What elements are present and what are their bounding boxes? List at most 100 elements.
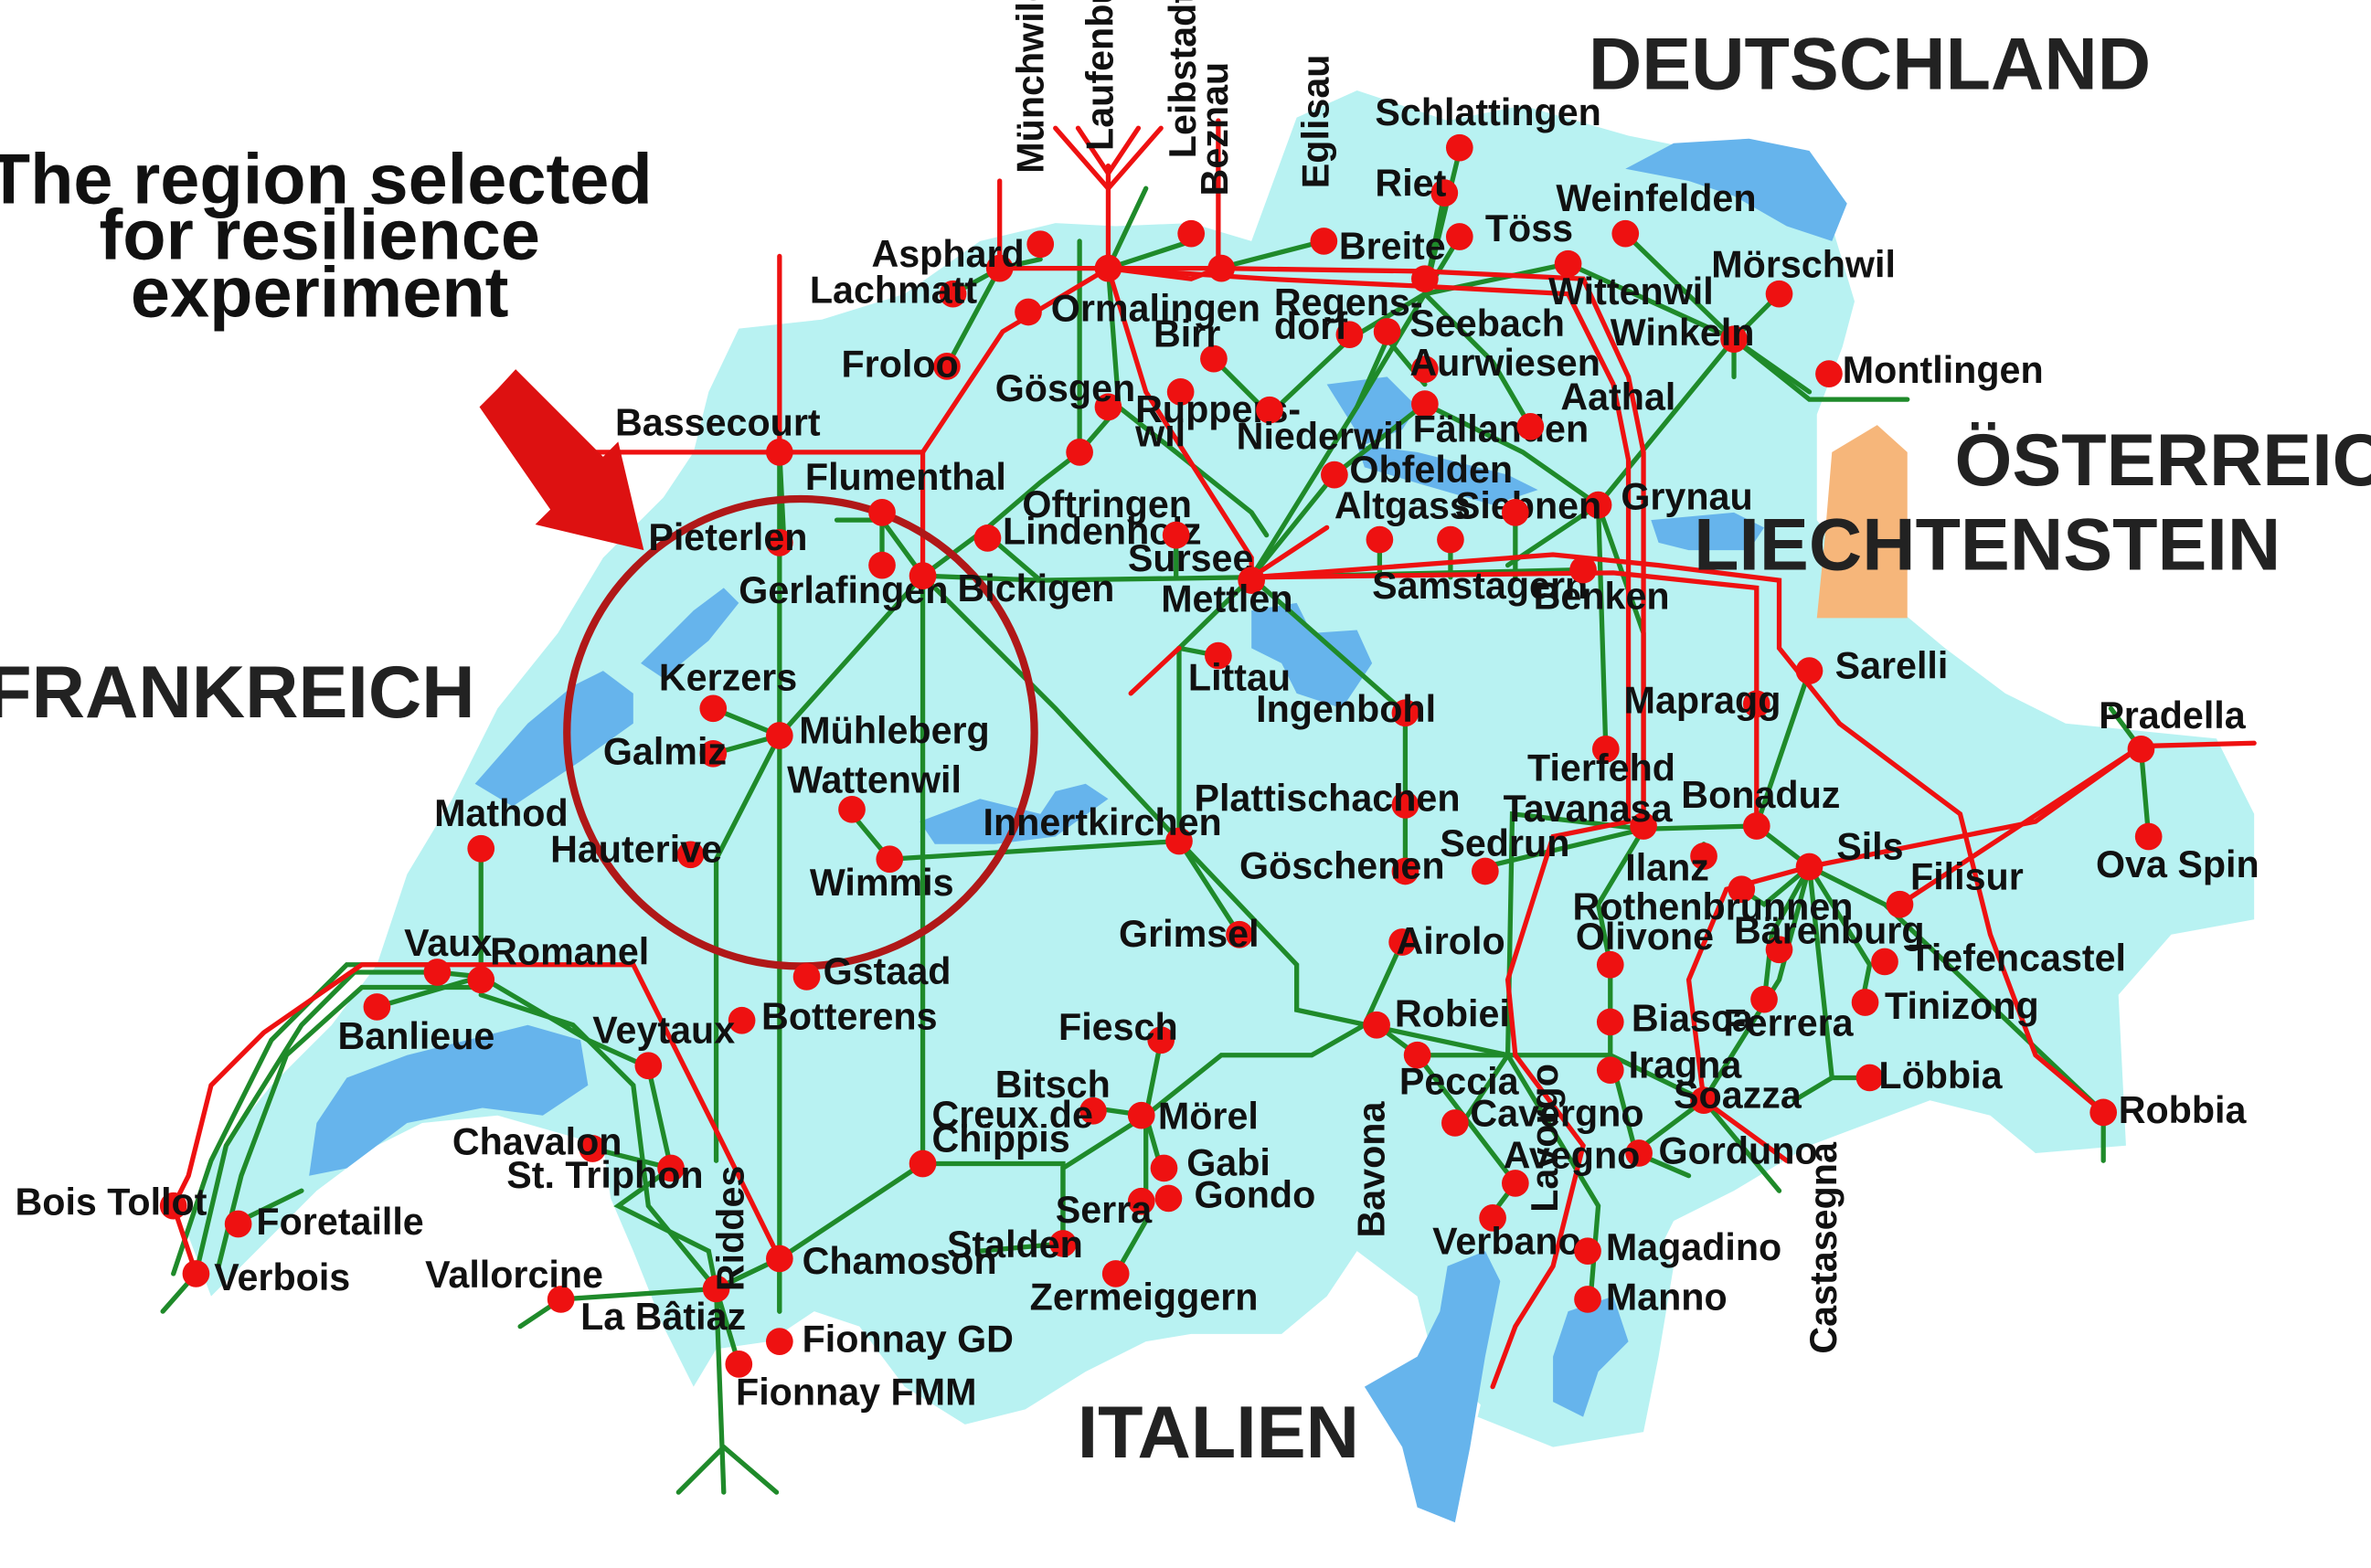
station-label: Foretaille [256,1201,423,1243]
station-marker [467,966,495,994]
station-label: Eglisau [1294,55,1336,189]
station-marker [1795,853,1823,881]
station-manno: Manno [1574,1277,1728,1319]
station-marker [1150,1154,1178,1182]
station-label: Riddes [709,1166,751,1291]
station-wattenwil: Wattenwil [787,759,962,823]
station-label: Weinfelden [1556,177,1756,219]
station-marker [1516,412,1545,440]
station-marker [765,722,793,749]
station-label: Gondo [1194,1173,1315,1215]
station-seebach: Seebach [1373,302,1565,345]
station-label: Bickigen [957,567,1114,609]
station-label: Chavalon [452,1121,622,1163]
station-marker [1335,321,1364,349]
station-label: Gorduno [1659,1129,1818,1171]
station-marker [765,1328,793,1355]
station-label: Töss [1485,207,1573,249]
station-label: Mapragg [1624,679,1781,721]
station-label: Bois Tollot [15,1181,207,1224]
station-marker [2089,1098,2118,1127]
station-marker [985,254,1014,282]
station-label: Serra [1056,1189,1154,1231]
station-marker [973,524,1002,552]
station-marker [1742,812,1770,840]
station-label: Stalden [947,1224,1083,1266]
station-marker [1728,875,1756,904]
station-marker [1094,393,1122,421]
station-marker [1554,249,1582,278]
station-riet: Riet [1375,162,1459,207]
station-label: Aurwiesen [1409,342,1600,384]
station-label: Laufenburg [1079,0,1121,151]
station-tiefencastel: Tiefencastel [1871,937,2126,979]
station-marker [1154,1184,1183,1213]
station-sttriphon: St. Triphon [506,1154,703,1196]
station-marker [1207,254,1236,282]
station-label: Mörel [1158,1096,1259,1138]
station-gabi: Gabi [1150,1142,1271,1184]
station-marker [728,1006,756,1034]
station-fionnaygd: Fionnay GD [765,1319,1014,1361]
station-marker [1596,1056,1624,1085]
station-marker [1690,842,1717,870]
station-marker [1630,812,1657,840]
annotation-line-1: The region selected [0,141,653,219]
network-380kv [170,118,2257,1390]
station-marker [1430,179,1459,207]
station-eglisau: Eglisau [1294,55,1338,255]
station-label: Fionnay GD [803,1319,1014,1361]
annotation-line-3: experiment [131,253,509,332]
country-oesterreich: ÖSTERREICH [1955,419,2371,502]
station-fiesch: Fiesch [1058,1006,1178,1054]
station-bavona: Bavona [1350,1101,1392,1238]
station-sursee: Sursee [1128,521,1253,579]
station-marker [1391,857,1419,885]
station-marker [1795,657,1823,684]
station-label: Tierfehd [1527,747,1675,789]
station-label: Samstagern [1372,565,1588,607]
station-marker [363,993,391,1021]
station-marker [182,1260,210,1287]
station-marker [657,1154,685,1182]
station-marker [1226,920,1253,948]
station-label: Romanel [490,931,649,973]
station-label: Ferrera [1723,1001,1854,1044]
station-marker [1363,1011,1390,1039]
station-magadino: Magadino [1574,1226,1781,1268]
station-marker [1238,567,1266,594]
station-label: Fällanden [1413,408,1589,450]
station-marker [1855,1064,1884,1092]
station-label: Vallorcine [425,1254,603,1296]
station-birr: Birr [1154,313,1228,373]
station-marker [1871,948,1898,976]
station-label: Vaux [404,922,492,964]
station-labatiaz: La Bâtiaz [580,1275,746,1338]
station-samstagern: Samstagern [1372,499,1588,607]
station-marker [909,562,937,589]
station-barenburg: Bärenburg [1734,910,1925,964]
station-foretaille: Foretaille [224,1201,424,1243]
station-label: Asphard [871,233,1024,275]
station-marker [1437,525,1464,554]
station-peccia: Peccia [1399,1041,1520,1103]
station-label: Ormalingen [1051,287,1260,329]
station-bickigen: Bickigen [909,562,1114,609]
station-label: Lachmatt [810,270,978,312]
station-label: Wittenwil [1548,270,1714,313]
station-vallorcine: Vallorcine [425,1254,603,1313]
station-faellanden: Fällanden [1411,390,1589,450]
station-marker [1851,989,1879,1016]
station-gorduno: Gorduno [1625,1129,1818,1171]
station-boistollot: Bois Tollot [15,1181,207,1224]
station-marker [224,1210,252,1238]
station-label: Biasca [1632,997,1754,1039]
station-marker [1165,827,1193,855]
station-marker [634,1052,663,1080]
station-ormalingen: Ormalingen [1015,287,1260,329]
station-marker [1591,736,1620,763]
region-annotation: The region selected for resilience exper… [0,141,653,333]
station-gstaad: Gstaad [792,950,951,992]
